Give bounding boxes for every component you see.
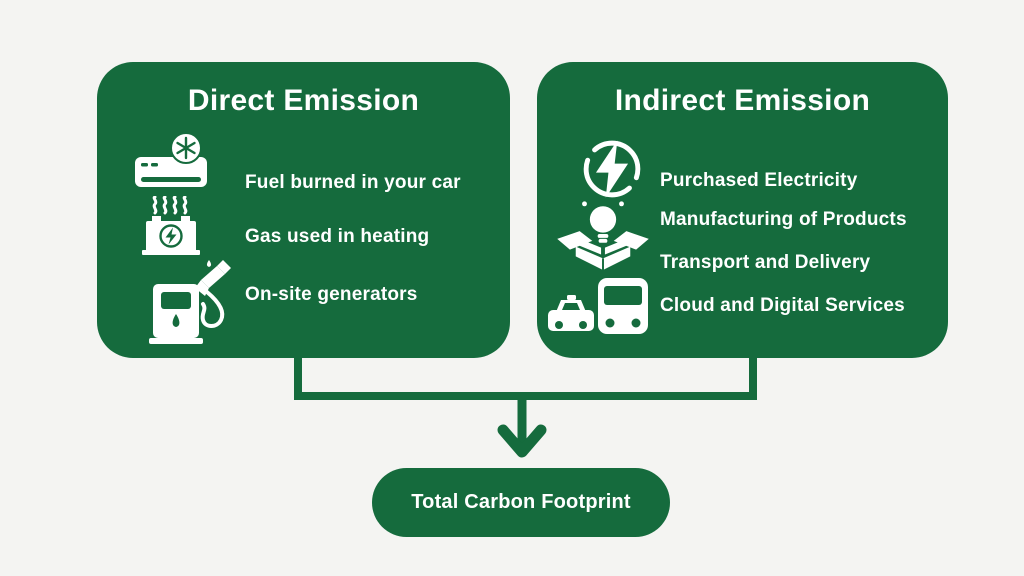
direct-emission-title: Direct Emission xyxy=(187,84,420,117)
indirect-item-label: Transport and Delivery xyxy=(660,252,871,273)
air-conditioner-icon xyxy=(135,132,207,187)
indirect-emission-title: Indirect Emission xyxy=(614,84,871,117)
indirect-emission-card: Indirect Emission Purchased Electricity … xyxy=(537,62,948,358)
total-carbon-footprint-pill: Total Carbon Footprint xyxy=(372,468,670,537)
total-carbon-footprint-label: Total Carbon Footprint xyxy=(411,491,631,513)
product-lightbulb-box-icon xyxy=(557,201,649,271)
indirect-item-label: Manufacturing of Products xyxy=(660,209,907,230)
connector-bracket xyxy=(294,357,757,400)
fuel-pump-icon xyxy=(149,260,231,344)
arrow-head-icon xyxy=(497,424,547,458)
direct-item-label: Fuel burned in your car xyxy=(245,172,461,193)
indirect-item-label: Purchased Electricity xyxy=(660,170,858,191)
direct-item-label: Gas used in heating xyxy=(245,226,430,247)
electricity-bolt-icon xyxy=(583,140,641,198)
direct-item-label: On-site generators xyxy=(245,284,418,305)
direct-emission-card: Direct Emission xyxy=(97,62,510,358)
heating-battery-icon xyxy=(142,196,200,255)
car-and-bus-icon xyxy=(548,278,648,334)
indirect-item-label: Cloud and Digital Services xyxy=(660,295,905,316)
